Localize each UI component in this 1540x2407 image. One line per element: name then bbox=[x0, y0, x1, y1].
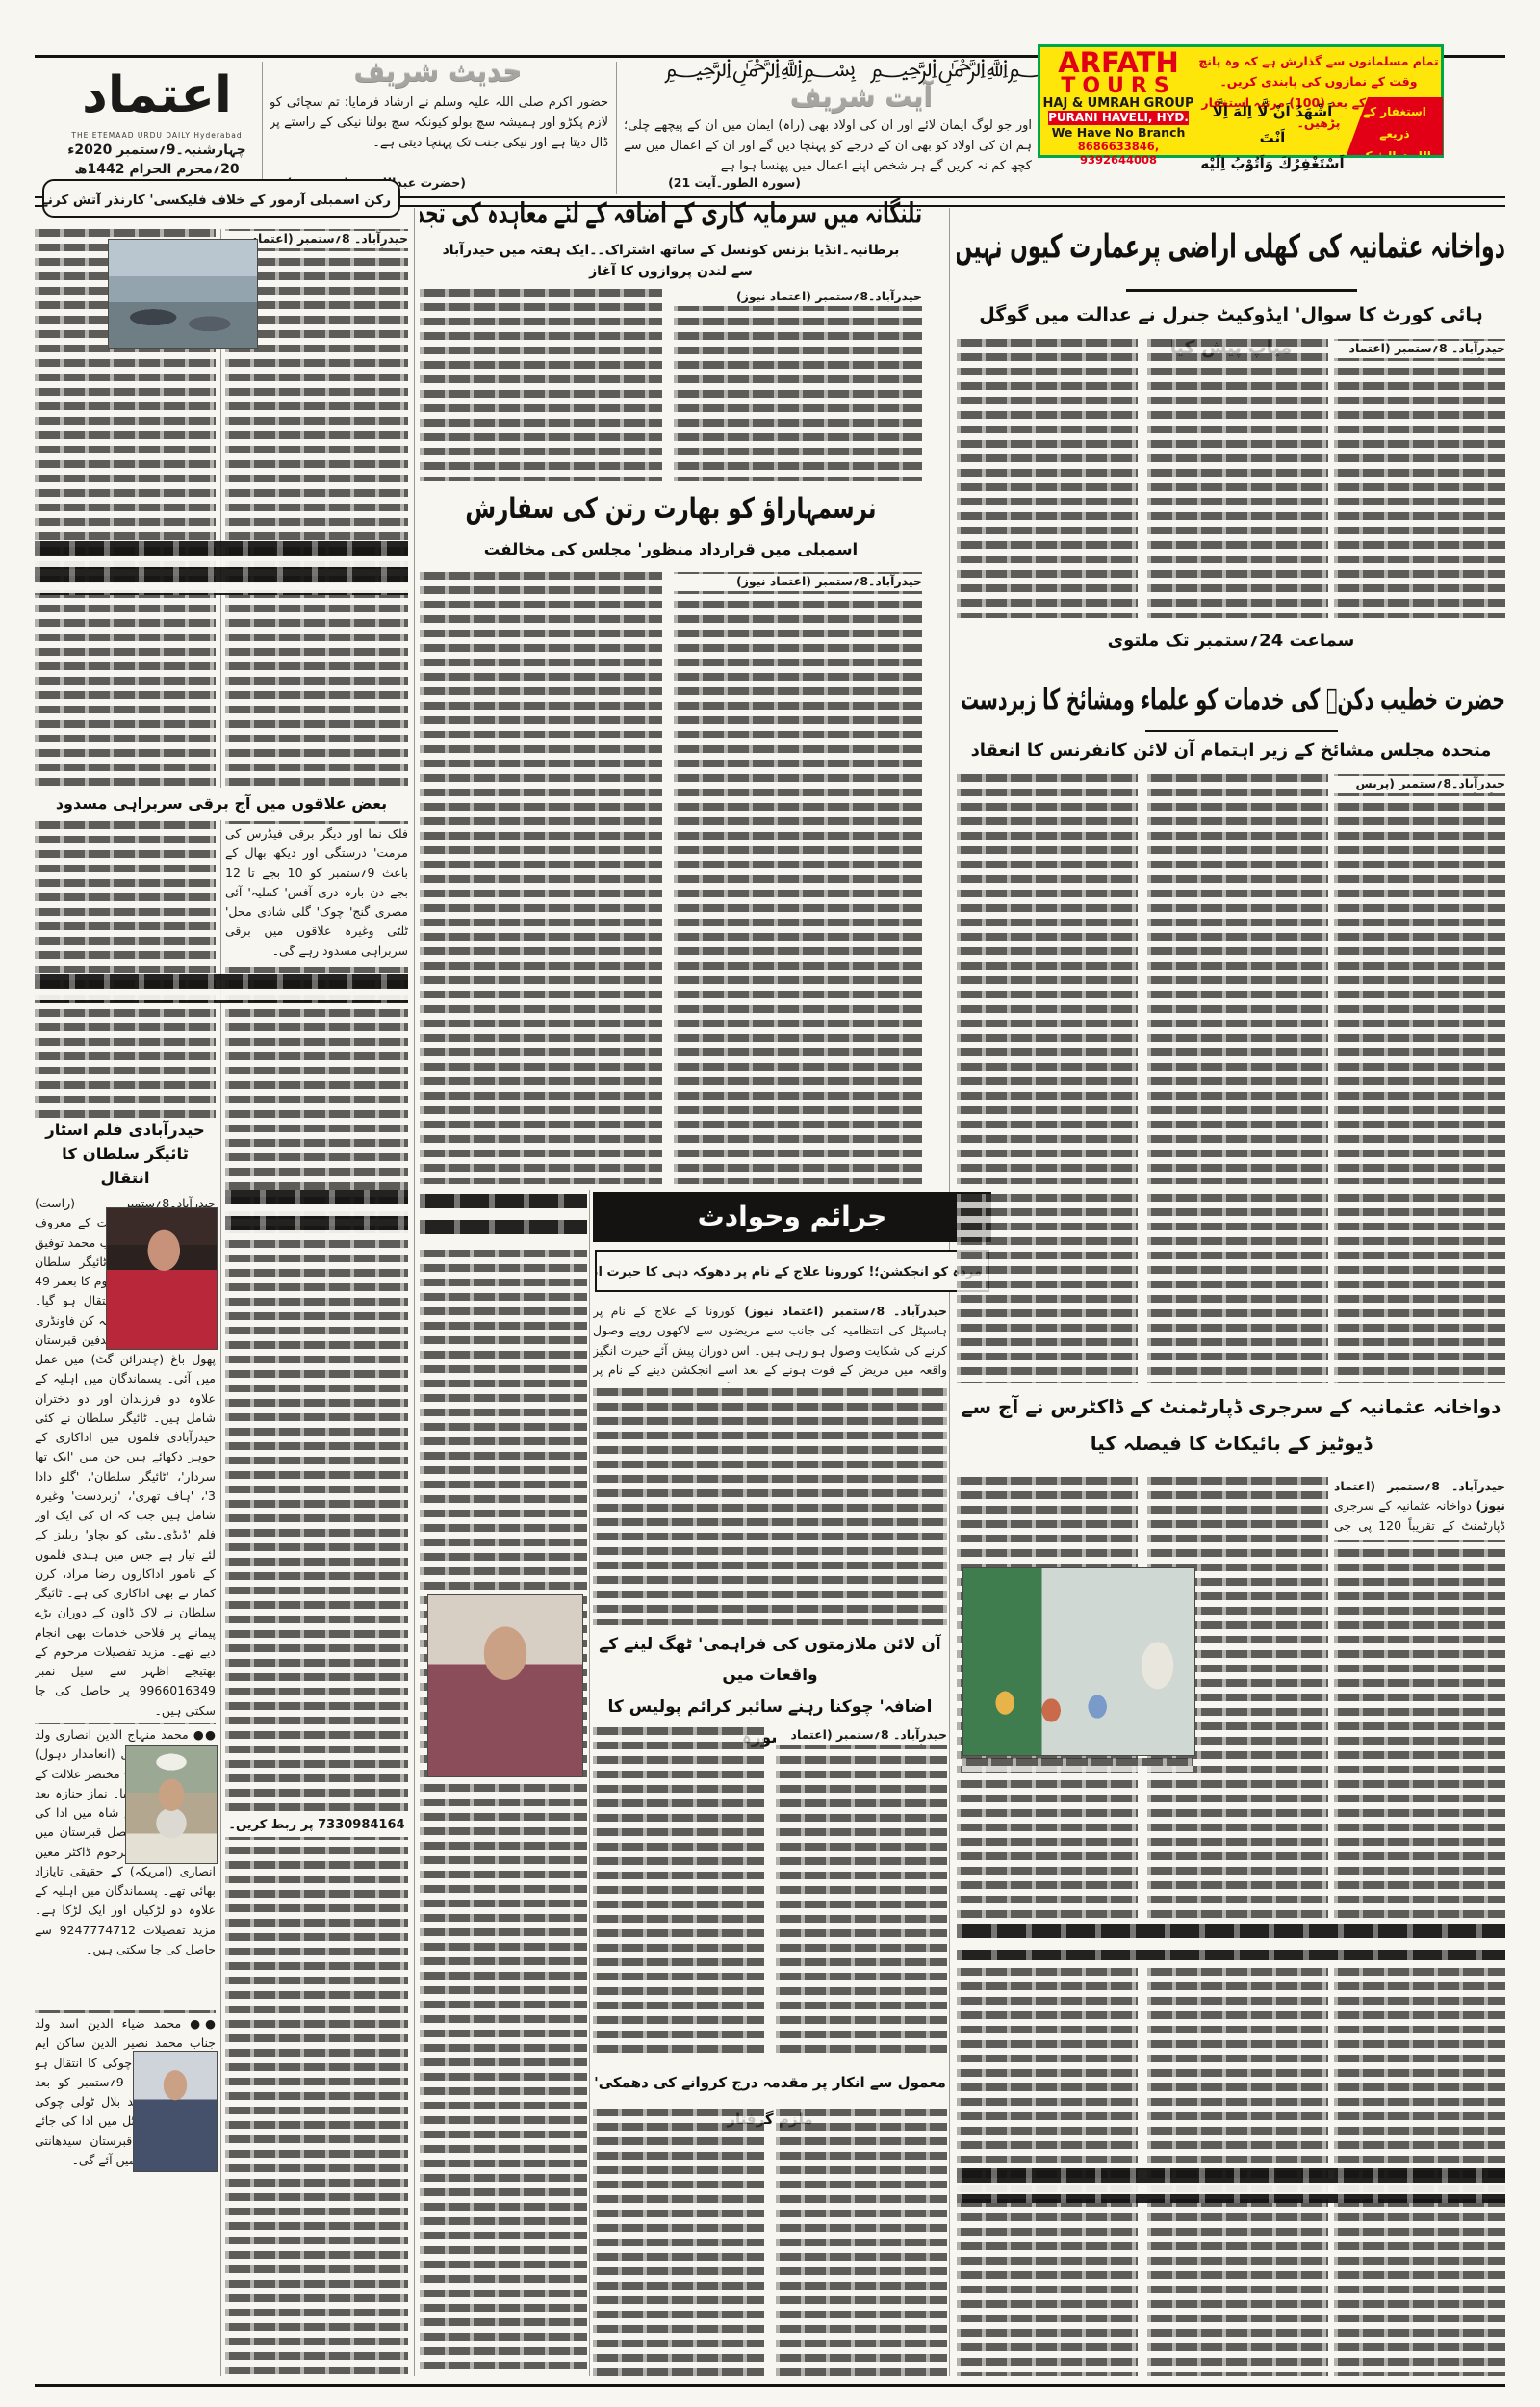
khatib-headline-underline bbox=[1145, 730, 1338, 732]
hadith-text: حضور اکرم صلی اللہ علیہ وسلم نے ارشاد فر… bbox=[270, 95, 608, 151]
telangana-headline: تلنگانہ میں سرمایہ کاری کے اضافہ کے لئے … bbox=[420, 196, 922, 231]
ad-appeal: تمام مسلمانوں سے گذارش ہے کہ وہ پانچ وقت… bbox=[1198, 54, 1439, 130]
body-text-sim bbox=[957, 774, 1138, 1184]
main-headline-underline bbox=[1126, 289, 1357, 292]
headline-sim-right-lower-2 bbox=[957, 2168, 1505, 2203]
body-text-sim bbox=[957, 1194, 1138, 1383]
crime-story3-headline: معمول سے انکار پر مقدمہ درج کروانے کی دھ… bbox=[593, 2064, 947, 2128]
column-rule-left-inner bbox=[220, 229, 221, 2376]
crime-section-banner: جرائم وحوادث bbox=[593, 1192, 991, 1242]
body-text-sim bbox=[593, 2109, 764, 2376]
ad-no-branch: We Have No Branch bbox=[1051, 125, 1186, 140]
ad-location: PURANI HAVELI, HYD. bbox=[1048, 111, 1189, 125]
ad-brand: ARFATH bbox=[1058, 46, 1179, 79]
ad-group: HAJ & UMRAH GROUP bbox=[1042, 96, 1194, 111]
power-cut-headline: بعض علاقوں میں آج برقی سربراہی مسدود bbox=[35, 788, 408, 820]
armoor-street-photo bbox=[108, 239, 258, 349]
obituary-photo-1 bbox=[125, 1745, 218, 1864]
khatib-dateline: حیدرآباد۔8؍ستمبر (پریس ریلیز) bbox=[1334, 776, 1505, 793]
headline-sim-wedding-flexi bbox=[35, 541, 408, 595]
ayat-title: آیت شریف bbox=[789, 81, 934, 113]
photo-caption-sim bbox=[962, 1758, 1194, 1772]
hadith-title: حدیث شریف bbox=[353, 56, 523, 88]
classified-phone-line: 7330984164 پر ربط کریں۔ bbox=[225, 1818, 408, 1837]
ad-shahada: اَشْهَدُ اَنْ لَّا اِلٰهَ اِلَّا اَنْتَ … bbox=[1200, 103, 1345, 172]
power-cut-body: فلک نما اور دیگر برقی فیڈرس کی مرمت' درس… bbox=[225, 824, 408, 967]
body-text-sim bbox=[593, 1727, 764, 2058]
header-divider-2 bbox=[616, 62, 617, 194]
ad-phones: 8686633846, 9392644008 bbox=[1077, 140, 1160, 167]
headline-sim-cm-meeting bbox=[35, 974, 408, 1003]
crime-story2-headline: آن لائن ملازمتوں کی فراہمی' ٹھگ لینے کے … bbox=[593, 1629, 947, 1747]
crime-story1-lead: حیدرآباد۔ 8؍ستمبر (اعتماد نیوز) کورونا ک… bbox=[593, 1302, 947, 1383]
main-story-dateline: حیدرآباد۔ 8؍ستمبر (اعتماد نیوز) bbox=[1334, 341, 1505, 358]
headline-sim-left-col2 bbox=[225, 1190, 408, 1234]
headline-sim-mid-lower bbox=[420, 1194, 587, 1244]
main-story-adjourn-note: سماعت 24؍ستمبر تک ملتوی bbox=[972, 624, 1490, 659]
body-text-sim bbox=[776, 1727, 947, 2058]
telangana-subhead: برطانیہ۔انڈیا بزنس کونسل کے ساتھ اشتراک۔… bbox=[442, 243, 900, 279]
tiger-sultan-photo bbox=[106, 1207, 218, 1350]
ayat-text: اور جو لوگ ایمان لائے اور ان کی اولاد بھ… bbox=[624, 118, 1032, 174]
body-text-sim bbox=[420, 572, 662, 1184]
bottom-rule bbox=[35, 2384, 1505, 2387]
telangana-dateline: حیدرآباد۔8؍ستمبر (اعتماد نیوز) bbox=[674, 289, 922, 306]
bismillah-calligraphy-icon: ﷽﷽ bbox=[664, 54, 1063, 83]
body-text-sim bbox=[1334, 774, 1505, 1184]
doctors-boycott-lead: حیدرآباد۔ 8؍ستمبر (اعتماد نیوز) دواخانہ … bbox=[1334, 1477, 1505, 1540]
body-text-sim bbox=[1334, 1194, 1505, 1383]
body-text-sim bbox=[1147, 774, 1328, 1184]
obituary-photo-2 bbox=[133, 2051, 218, 2172]
body-text-sim bbox=[674, 572, 922, 1184]
masthead-date: چہارشنبہ۔9؍ستمبر 2020ء bbox=[67, 142, 246, 158]
headline-sim-right-lower-1 bbox=[957, 1924, 1505, 1960]
narasimha-dateline: حیدرآباد۔8؍ستمبر (اعتماد نیوز) bbox=[674, 574, 922, 591]
body-text-sim bbox=[1334, 1477, 1505, 1918]
body-text-sim bbox=[674, 289, 922, 481]
arfath-tours-ad: ARFATH TOURS HAJ & UMRAH GROUP PURANI HA… bbox=[1038, 44, 1444, 172]
doctors-boycott-headline: دواخانہ عثمانیہ کے سرجری ڈپارٹمنٹ کے ڈاک… bbox=[957, 1388, 1505, 1471]
mid-portrait-photo bbox=[427, 1594, 583, 1777]
body-text-sim bbox=[420, 1250, 587, 2376]
crime-story2-dateline: حیدرآباد۔ 8؍ستمبر (اعتماد نیوز) bbox=[776, 1727, 947, 1745]
column-rule-left bbox=[414, 208, 415, 2376]
tiger-sultan-headline: حیدرآبادی فلم اسٹار ٹائیگر سلطان کا انتق… bbox=[35, 1119, 216, 1190]
khatib-subhead: متحدہ مجلس مشائخ کے زیر اہتمام آن لائن ک… bbox=[970, 740, 1492, 761]
body-text-sim bbox=[420, 289, 662, 481]
armoor-flexi-headline: رکن اسمبلی آرمور کے خلاف فلیکسی' کارنذر … bbox=[42, 179, 400, 218]
body-text-sim bbox=[1334, 339, 1505, 618]
body-text-sim bbox=[957, 339, 1138, 618]
top-rule bbox=[35, 55, 1505, 58]
ayat-attribution: (سورہ الطور۔آیت 21) bbox=[668, 175, 801, 190]
masthead-tagline: THE ETEMAAD URDU DAILY Hyderabad bbox=[71, 131, 243, 140]
classroom-photo bbox=[962, 1567, 1195, 1756]
masthead-logo: اعتماد bbox=[82, 66, 232, 124]
ad-left-panel: ARFATH TOURS HAJ & UMRAH GROUP PURANI HA… bbox=[1042, 46, 1194, 168]
column-rule-right bbox=[949, 208, 950, 2376]
masthead-hijri-date: 20؍محرم الحرام 1442ھ bbox=[74, 162, 240, 177]
column-rule-crime bbox=[589, 1190, 590, 2376]
ad-brand2: TOURS bbox=[1061, 74, 1176, 98]
header-bottom-rule bbox=[35, 196, 1505, 207]
khatib-headline: حضرت خطیب دکنؒ کی خدمات کو علماء ومشائخ … bbox=[957, 683, 1505, 717]
header-divider-1 bbox=[262, 62, 263, 194]
body-text-sim bbox=[1147, 339, 1328, 618]
main-story-headline: دواخانہ عثمانیہ کی کھلی اراضی پرعمارت کی… bbox=[957, 228, 1505, 267]
crime-story1-headline: مردہ کو انجکشن؛! کورونا علاج کے نام پر د… bbox=[595, 1250, 989, 1292]
main-story-subhead: ہائی کورٹ کا سوال' ایڈوکیٹ جنرل نے عدالت… bbox=[979, 304, 1483, 358]
body-text-sim bbox=[1147, 1194, 1328, 1383]
narasimha-headline: نرسمہاراؤ کو بھارت رتن کی سفارش bbox=[420, 487, 922, 531]
narasimha-subhead: اسمبلی میں قرارداد منظور' مجلس کی مخالفت bbox=[420, 535, 922, 564]
body-text-sim bbox=[776, 2109, 947, 2376]
armoor-dateline: حیدرآباد۔ 8؍ستمبر (اعتماد نیوز) bbox=[225, 231, 408, 248]
